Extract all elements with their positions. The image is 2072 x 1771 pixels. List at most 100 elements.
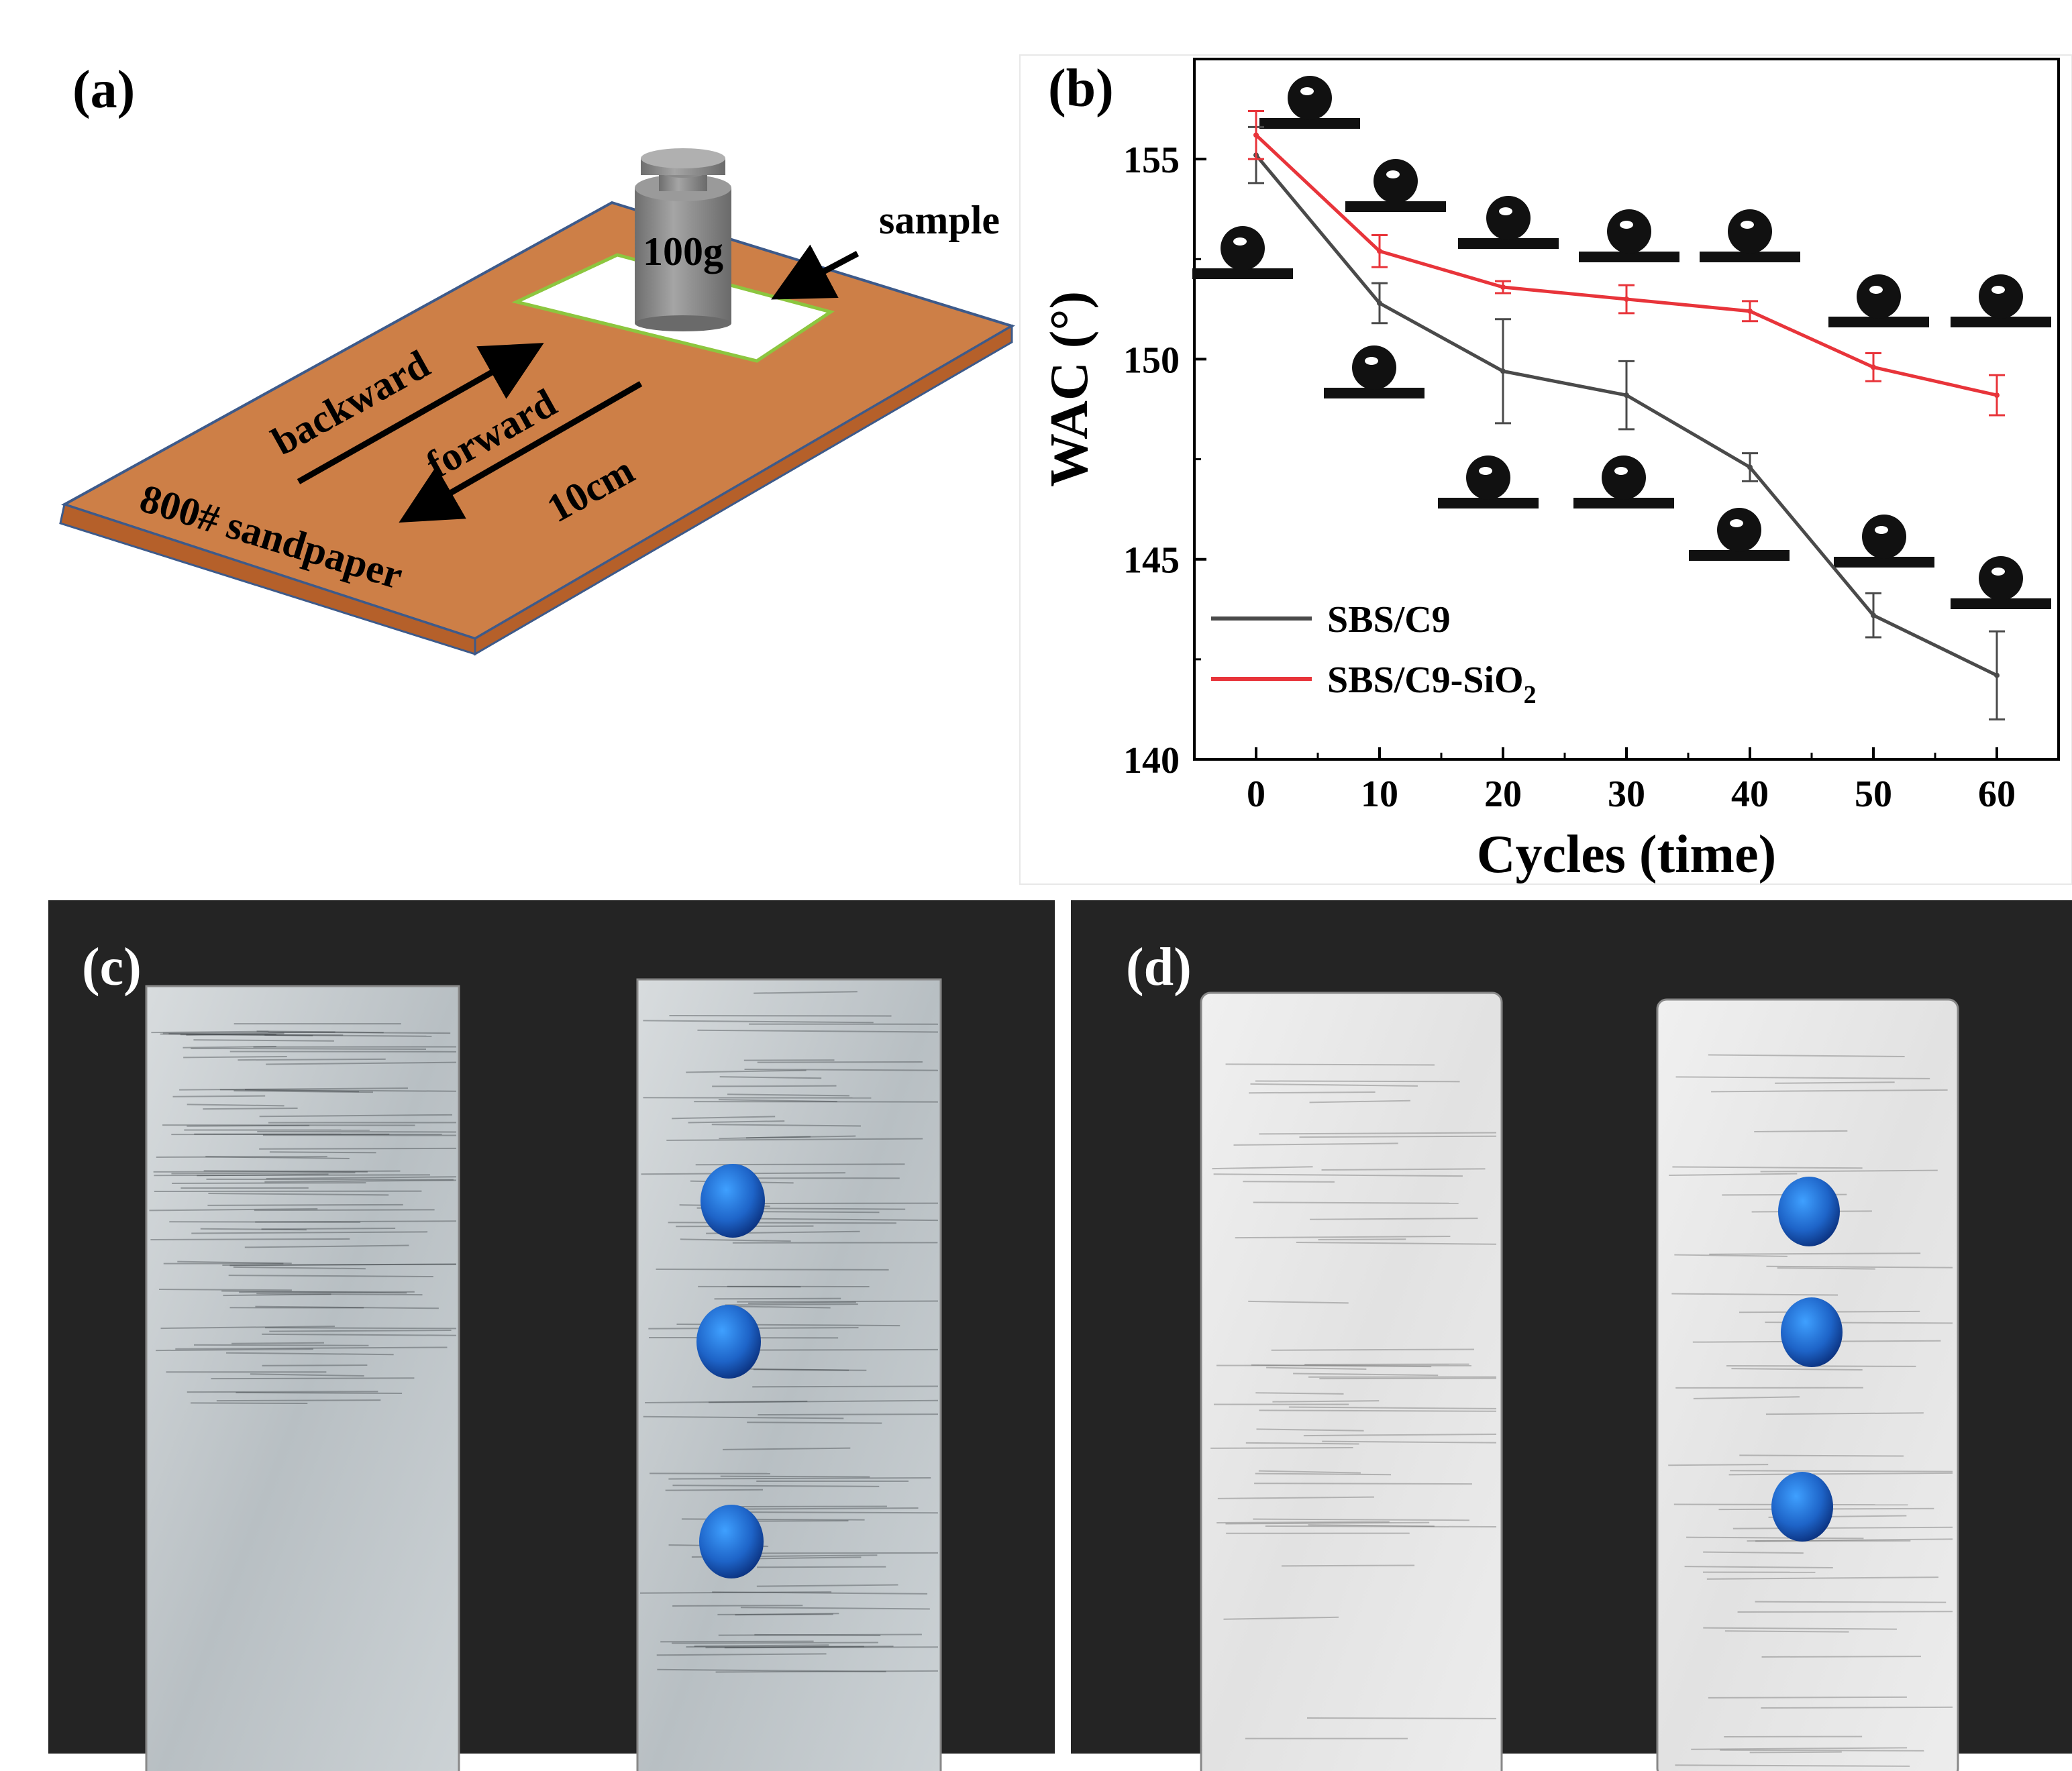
abrasion-streak [724,1646,939,1649]
abrasion-streak [1253,1518,1469,1521]
abrasion-streak [1243,1181,1335,1183]
abrasion-streak [1732,1526,1953,1529]
data-point [1747,308,1753,314]
x-tick-label: 50 [1855,773,1892,815]
droplet-highlight [1991,568,2005,576]
backward-arrow [297,343,544,484]
abrasion-streak [1296,1241,1497,1245]
abrasion-streak [1235,1235,1451,1239]
abrasion-streak [727,1093,849,1097]
y-tick-label: 155 [1123,140,1180,181]
abrasion-streak [193,1344,369,1346]
abrasion-streak [1765,1412,1924,1415]
abrasion-streak [1254,1483,1472,1485]
y-tick-label: 145 [1123,540,1180,582]
data-point [1377,248,1382,254]
x-tick-label: 60 [1978,773,2016,815]
glass-slide-d-right [1656,998,1959,1771]
weight-icon [635,148,731,331]
x-tick-label: 10 [1361,773,1398,815]
abrasion-streak [1708,1696,1907,1699]
abrasion-streak [1706,1576,1938,1580]
droplet-highlight [1499,207,1512,215]
substrate-bar [1259,118,1360,129]
abrasion-streak [1760,1169,1938,1173]
abrasion-streak [266,1061,457,1065]
abrasion-streak [1250,1083,1418,1087]
abrasion-streak [1777,1267,1875,1270]
abrasion-streak [643,1020,874,1024]
abrasion-streak [250,1373,364,1377]
abrasion-streak [191,1231,428,1234]
abrasion-streak [1766,1265,1953,1269]
abrasion-streak [712,1085,837,1087]
abrasion-streak [735,1613,839,1616]
x-axis-label: Cycles (time) [1477,825,1776,884]
droplet-highlight [1300,87,1314,95]
abrasion-streak [244,1089,360,1093]
abrasion-streak [179,1087,408,1091]
abrasion-streak [1703,1551,1804,1554]
abrasion-streak [1754,1130,1848,1132]
abrasion-streak [1225,1521,1430,1525]
data-point [1253,132,1259,138]
substrate-bar [1828,317,1929,327]
abrasion-streak [233,1266,366,1270]
abrasion-streak [160,1033,313,1036]
abrasion-streak [206,1178,454,1181]
abrasion-streak [1255,1392,1344,1395]
droplet-silhouette-icon [1374,159,1418,203]
abrasion-streak [229,1263,457,1267]
abrasion-streak [1308,1524,1435,1527]
abrasion-streak [162,1031,335,1034]
abrasion-streak [261,1228,396,1230]
abrasion-marks-c [149,991,939,1673]
abrasion-streak [1709,1252,1921,1255]
abrasion-streak [228,1275,433,1278]
y-axis-label: WAC (°) [1040,291,1099,487]
abrasion-streak [1703,1627,1897,1630]
abrasion-streak [238,1058,386,1061]
sample-arrow [771,244,860,300]
abrasion-streak [745,1135,856,1139]
abrasion-streak [239,1291,415,1293]
abrasion-streak [226,1352,394,1356]
abrasion-streak [1259,1409,1497,1412]
abrasion-streak [1281,1564,1415,1567]
abrasion-streak [1728,1472,1953,1476]
water-droplet-c-3 [699,1505,764,1578]
abrasion-streak [208,1193,389,1196]
abrasion-streak [672,1605,803,1607]
x-tick-label: 20 [1484,773,1522,815]
abrasion-streak [719,1136,811,1140]
abrasion-streak [672,1485,880,1487]
abrasion-streak [672,1116,776,1120]
abrasion-streak [1761,1656,1921,1658]
abrasion-streak [1755,1601,1947,1603]
abrasion-streak [1668,1464,1769,1466]
droplet-silhouette-icon [1862,515,1906,559]
abrasion-streak [1288,1406,1497,1409]
panel-c-label: (c) [82,938,142,997]
abrasion-streak [219,1089,457,1092]
abrasion-streak [1686,1536,1864,1540]
abrasion-streak [1321,1168,1486,1171]
abrasion-streak [264,1034,432,1037]
x-tick-label: 30 [1608,773,1645,815]
abrasion-streak [1720,1749,1924,1752]
abrasion-streak [758,1413,939,1416]
glass-slide-d-left [1200,991,1503,1771]
abrasion-streak [153,1170,401,1173]
forward-arrow [399,381,643,523]
abrasion-streak [1775,1081,1895,1084]
legend: SBS/C9 SBS/C9-SiO2 [1211,599,1537,709]
abrasion-streak [1310,1218,1478,1220]
droplet-silhouette-icon [1717,508,1761,552]
droplet-highlight [1620,221,1633,229]
abrasion-streak [203,1170,368,1173]
substrate-bar [1324,388,1424,398]
abrasion-streak [757,1061,923,1063]
abrasion-streak [149,1208,318,1212]
abrasion-streak [665,1489,764,1491]
